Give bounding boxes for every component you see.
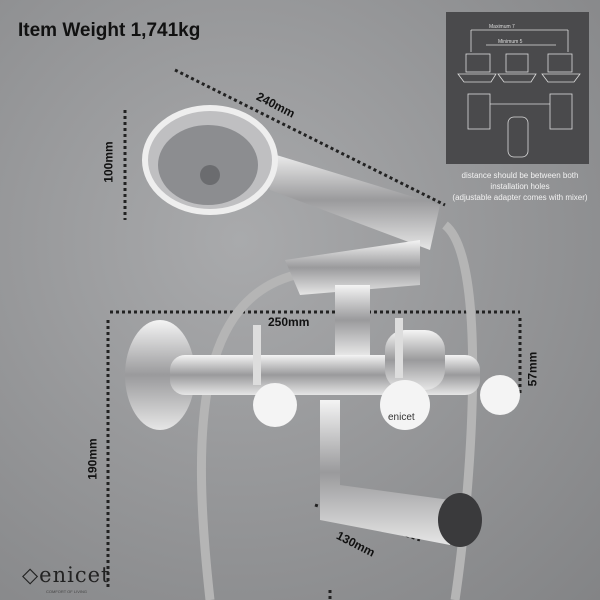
dim-mixer-height: 190mm [85,438,100,480]
diagram-lines [457,29,581,158]
handle-lever [395,318,403,378]
handle-cap [480,375,520,415]
dim-handle-height: 57mm [525,351,540,387]
brand-name: enicet [39,563,111,587]
diagram-drawing: Maximum 7 Minimum 5 [457,24,581,158]
handle-cap [380,380,430,430]
dim-mixer-width: 250mm [268,315,310,329]
spout-outlet [438,493,482,547]
handle-cap [253,383,297,427]
note-line: (adjustable adapter comes with mixer) [452,193,588,202]
mixer-valve [385,330,445,390]
handle-lever [253,325,261,385]
dim-handshower-width: 100mm [101,141,116,183]
note-line: distance should be between both [461,171,579,180]
hand-shower-face [158,125,258,205]
item-weight-title: Item Weight 1,741kg [18,20,201,41]
wall-flange [125,320,195,430]
installation-diagram: Maximum 7 Minimum 5 [446,12,589,164]
diagram-max-label: Maximum 7 [489,24,515,30]
note-line: installation holes [490,182,550,191]
brand-logo: ◇enicet [22,563,110,587]
diverter-stem [335,285,370,355]
handle-brand-logo: enicet [388,412,415,423]
brand-tagline: COMFORT OF LIVING [46,589,87,594]
diagram-min-label: Minimum 5 [498,39,523,45]
hand-shower-center [200,165,220,185]
hand-shower-handle [260,150,440,250]
installation-note: distance should be between both installa… [440,170,600,203]
shower-holder [285,240,420,295]
spout [320,400,450,545]
brand-logo-icon: ◇ [22,563,40,587]
